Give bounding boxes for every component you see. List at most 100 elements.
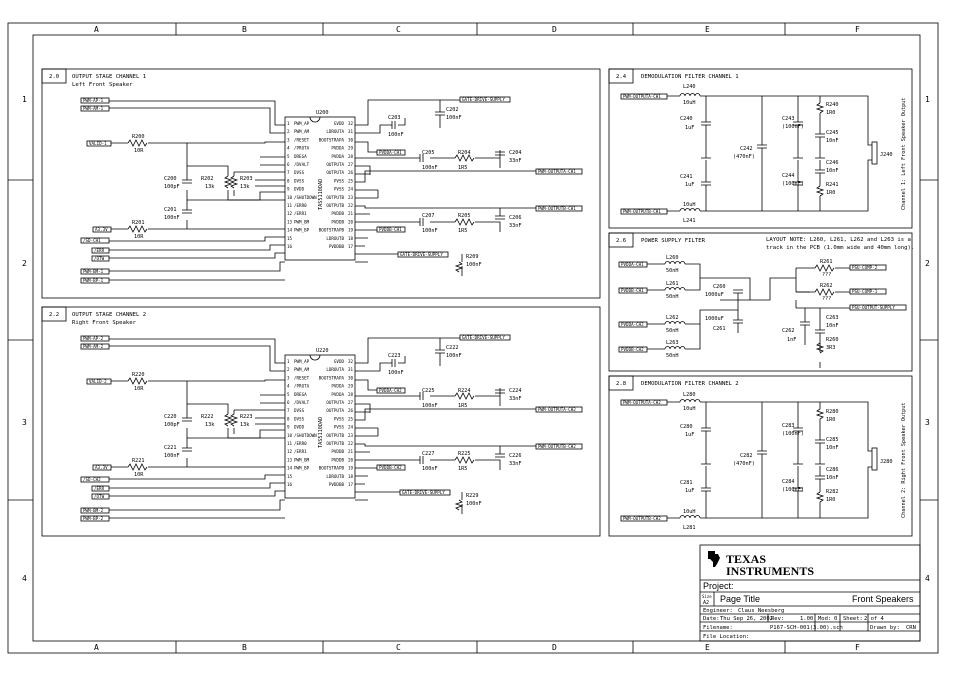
psu-r262-ref: R262 — [820, 283, 833, 289]
demod2-r280-value: 1R0 — [826, 417, 835, 423]
grid-col-e-bottom: E — [705, 643, 710, 652]
page-title: Page Title — [720, 594, 760, 604]
pins-ch2-right-name-11: PVDDB — [331, 449, 344, 454]
ch1-net-in7: /OTW — [94, 256, 105, 261]
demod1-c243-value: (100nF) — [782, 124, 804, 130]
demod2-circuit: PWM-OUTPUTA-CH2 PWM-OUTPUTB-CH2 L280 10u… — [620, 392, 907, 531]
psu-net-4: PVDDB-CH2 — [621, 347, 644, 352]
ch1-r200-value: 10R — [134, 148, 144, 154]
pins-ch1-left-name-8: DVDD — [294, 187, 305, 192]
ch2-net-in5: /SD-CH2 — [83, 477, 101, 482]
ch2-net-outb: PWM-OUTPUTB-CH2 — [538, 444, 576, 449]
pins-ch1-right-name-14: LDROUTB — [326, 236, 344, 241]
pins-ch1-right-num-2: 30 — [348, 137, 354, 142]
demod2-c284-value: (100nF) — [782, 487, 804, 493]
ch1-net-in5: /SD-CH1 — [83, 238, 101, 243]
grid-col-b-bottom: B — [242, 643, 247, 652]
ch2-c220-value: 100pF — [164, 422, 180, 428]
psu-c260-ref: C260 — [713, 284, 726, 290]
pins-ch2-right-name-8: PVSS — [334, 425, 345, 430]
pins-ch2-left-name-4: DREGA — [294, 392, 307, 397]
date-label: Date: — [703, 616, 720, 622]
ch1-c206-value: 33nF — [509, 223, 522, 229]
grid-col-c-top: C — [396, 25, 401, 34]
psu-r262-value: ??? — [822, 296, 831, 302]
ch2-net-in7: /OTW — [94, 494, 105, 499]
ch2-net-in2: PWM-AM-2 — [83, 344, 104, 349]
ch2-c227-value: 100nF — [422, 466, 438, 472]
drawn-by-value: CRN — [906, 625, 916, 631]
ch1-r204-ref: R204 — [458, 150, 471, 156]
grid-row-3-left: 3 — [22, 418, 27, 427]
pins-ch2-right-num-8: 24 — [348, 425, 354, 430]
pins-ch2-right-name-2: BOOTSTRAPA — [319, 375, 345, 380]
pins-ch2-left-num-9: 10 — [287, 433, 293, 438]
demod2-c285-value: 10nF — [826, 445, 839, 451]
pins-ch1-right-num-10: 22 — [348, 203, 354, 208]
ch1-c204-value: 33nF — [509, 158, 522, 164]
grid-ticks — [8, 23, 938, 653]
pins-ch2-right-num-2: 30 — [348, 375, 354, 380]
grid-col-c-bottom: C — [396, 643, 401, 652]
pins-ch1-left-num-13: 14 — [287, 228, 293, 233]
pins-ch2-right-num-5: 27 — [348, 400, 354, 405]
ch2-c225-ref: C225 — [422, 388, 435, 394]
s4-layout-note-1: LAYOUT NOTE: L260, L261, L262 and L263 i… — [766, 237, 911, 243]
ch2-c223-ref: C223 — [388, 353, 401, 359]
pins-ch2-right-num-12: 20 — [348, 457, 354, 462]
ch2-r221-value: 10R — [134, 472, 144, 478]
ch1-c207-ref: C207 — [422, 213, 435, 219]
demod1-c242-ref: C242 — [740, 146, 753, 152]
pins-ch1-right-name-10: OUTPUTB — [326, 203, 344, 208]
pins-ch1-right-name-8: PVSS — [334, 187, 345, 192]
grid-col-a-top: A — [94, 25, 99, 34]
pins-ch2-left-name-10: /ERR0 — [294, 441, 307, 446]
ch1-r209-value: 100nF — [466, 262, 482, 268]
ch2-net-gate-top: GATE-DRIVE-SUPPLY — [462, 335, 505, 340]
pins-ch2-right-num-6: 26 — [348, 408, 354, 413]
ch1-c200-value: 100pF — [164, 184, 180, 190]
s5-title: DEMODULATION FILTER CHANNEL 2 — [641, 381, 739, 387]
pins-ch1-left-num-8: 9 — [287, 187, 290, 192]
demod2-c284-ref: C284 — [782, 479, 795, 485]
pins-ch1-right-name-3: PVDDA — [331, 146, 344, 151]
pins-ch1-right-num-0: 32 — [348, 121, 354, 126]
pins-ch1-right-num-15: 17 — [348, 244, 354, 249]
demod1-l240-value: 10uH — [683, 100, 696, 106]
demod2-c282-ref: C282 — [740, 453, 753, 459]
demod2-c286-value: 10nF — [826, 475, 839, 481]
grid-row-3-right: 3 — [925, 418, 930, 427]
pins-ch2-right-name-10: OUTPUTB — [326, 441, 344, 446]
s5-number: 2.8 — [616, 381, 627, 387]
demod1-c241-value: 1uF — [685, 182, 694, 188]
ch1-net-in9: PWM-BP-1 — [83, 278, 104, 283]
pins-ch1-right-num-4: 28 — [348, 154, 354, 159]
demod1-c246-ref: C246 — [826, 160, 839, 166]
ch1-c206-ref: C206 — [509, 215, 522, 221]
ch2-r229-value: 100nF — [466, 501, 482, 507]
ch1-net-in8: PWM-BM-1 — [83, 269, 104, 274]
psu-c261-value: 1000uF — [705, 316, 724, 322]
demod2-c281-ref: C281 — [680, 480, 693, 486]
grid-col-f-bottom: F — [855, 643, 860, 652]
psu-c263-ref: C263 — [826, 315, 839, 321]
drawn-by-label: Drawn by: — [870, 625, 900, 631]
ch1-c205-value: 100nF — [422, 165, 438, 171]
pins-ch2-right-num-13: 19 — [348, 466, 354, 471]
ch2-circuit: U220 TAS5110DAD PWM-AP-2 PWM-AM-2 VALID-… — [80, 334, 583, 522]
ch1-r200-ref: R200 — [132, 134, 145, 140]
pins-ch1-left-name-11: /ERR1 — [294, 211, 307, 216]
ch1-net-in2: PWM-AM-1 — [83, 106, 104, 111]
section-power-supply — [608, 232, 913, 372]
pins-ch1-right-num-1: 31 — [348, 129, 354, 134]
ch1-net-pvddb: PVDDB-CH1 — [379, 227, 402, 232]
pins-ch1-right-name-7: PVSS — [334, 178, 345, 183]
outer-border — [7, 22, 939, 654]
pins-ch2-left-name-6: DVSS — [294, 408, 305, 413]
rev-label: Rev: — [771, 616, 784, 622]
pins-ch2-right-num-3: 29 — [348, 384, 354, 389]
ch1-c205-ref: C205 — [422, 150, 435, 156]
pins-ch2-left-num-3: 4 — [287, 384, 290, 389]
demod1-c245-value: 10nF — [826, 138, 839, 144]
